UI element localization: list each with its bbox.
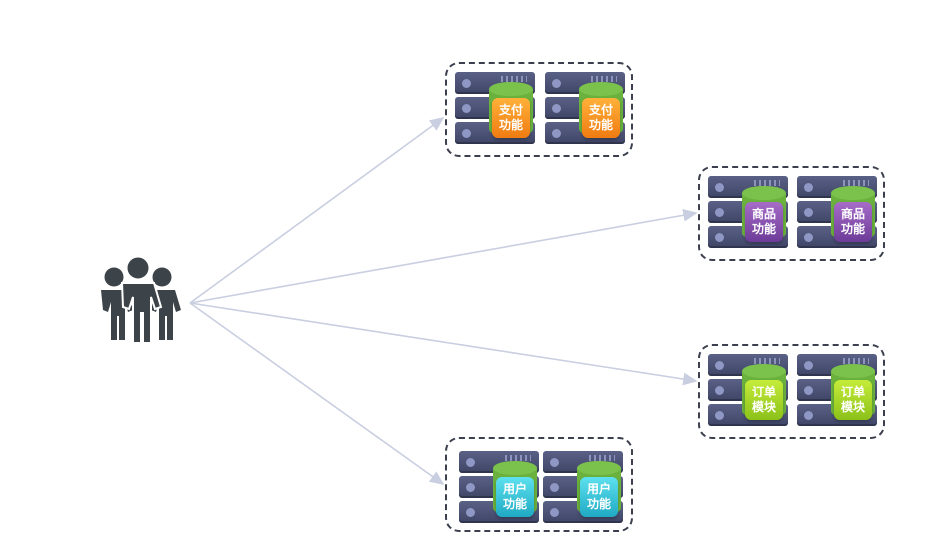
database-cylinder-icon: 订单模块 <box>742 364 786 426</box>
server-product-2: 商品功能 <box>797 176 877 248</box>
database-cylinder-icon: 支付功能 <box>489 82 533 144</box>
service-label: 支付功能 <box>582 98 620 138</box>
database-cylinder-icon: 订单模块 <box>831 364 875 426</box>
server-order-2: 订单模块 <box>797 354 877 426</box>
service-label: 商品功能 <box>745 202 783 242</box>
users-group-icon <box>101 255 181 344</box>
payment-server-group: 支付功能 支付功能 <box>445 62 633 157</box>
service-label: 订单模块 <box>745 380 783 420</box>
service-label: 订单模块 <box>834 380 872 420</box>
database-cylinder-icon: 用户功能 <box>577 461 621 523</box>
service-label: 用户功能 <box>580 477 618 517</box>
service-label: 用户功能 <box>496 477 534 517</box>
server-user-2: 用户功能 <box>543 451 623 523</box>
server-order-1: 订单模块 <box>708 354 788 426</box>
server-product-1: 商品功能 <box>708 176 788 248</box>
arrow-to-product <box>189 208 698 304</box>
arrow-to-user <box>189 302 445 485</box>
database-cylinder-icon: 商品功能 <box>742 186 786 248</box>
server-user-1: 用户功能 <box>459 451 539 523</box>
service-label: 支付功能 <box>492 98 530 138</box>
user-server-group: 用户功能 用户功能 <box>445 437 633 532</box>
arrow-to-order <box>189 302 698 386</box>
server-payment-1: 支付功能 <box>455 72 535 144</box>
arrow-to-payment <box>189 117 445 304</box>
database-cylinder-icon: 支付功能 <box>579 82 623 144</box>
service-label: 商品功能 <box>834 202 872 242</box>
server-payment-2: 支付功能 <box>545 72 625 144</box>
product-server-group: 商品功能 商品功能 <box>698 166 885 261</box>
database-cylinder-icon: 商品功能 <box>831 186 875 248</box>
order-server-group: 订单模块 订单模块 <box>698 344 885 439</box>
database-cylinder-icon: 用户功能 <box>493 461 537 523</box>
